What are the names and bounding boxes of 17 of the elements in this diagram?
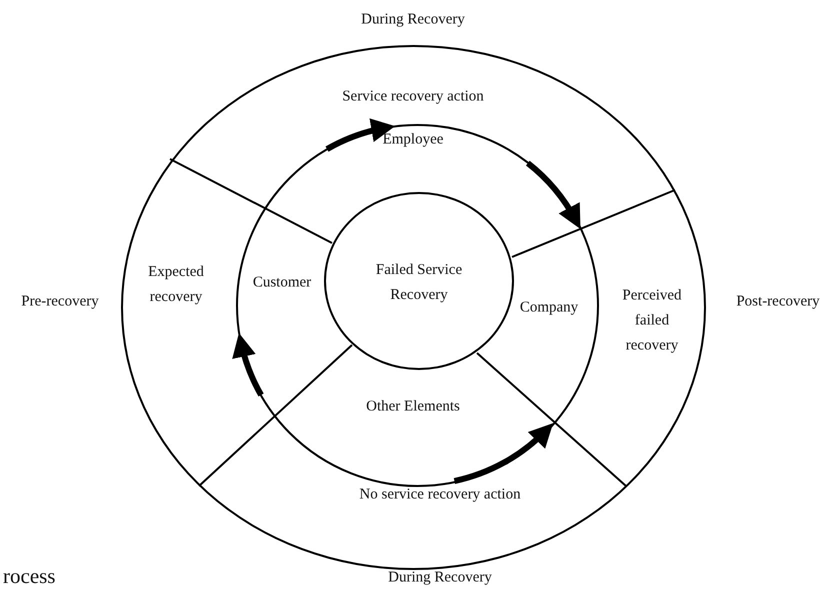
- phase-label: Pre-recovery: [21, 292, 99, 312]
- phase-label: During Recovery: [388, 568, 492, 588]
- sector-label: Expected recovery: [147, 263, 205, 307]
- center-circle: [324, 192, 514, 370]
- outer-circle: [121, 45, 706, 570]
- sector-label: Perceived failed recovery: [621, 286, 683, 356]
- middle-circle: [236, 124, 599, 487]
- sector-label: No service recovery action: [359, 486, 521, 504]
- phase-label: Post-recovery: [736, 292, 820, 312]
- caption-fragment: rocess: [3, 564, 56, 588]
- phase-label: During Recovery: [361, 10, 465, 30]
- sector-label: Customer: [252, 274, 312, 292]
- sector-label: Other Elements: [366, 398, 460, 416]
- center-label: Failed Service Recovery: [374, 261, 464, 305]
- sector-label: Service recovery action: [342, 88, 484, 106]
- sector-label: Employee: [382, 130, 444, 150]
- sector-label: Company: [520, 298, 578, 318]
